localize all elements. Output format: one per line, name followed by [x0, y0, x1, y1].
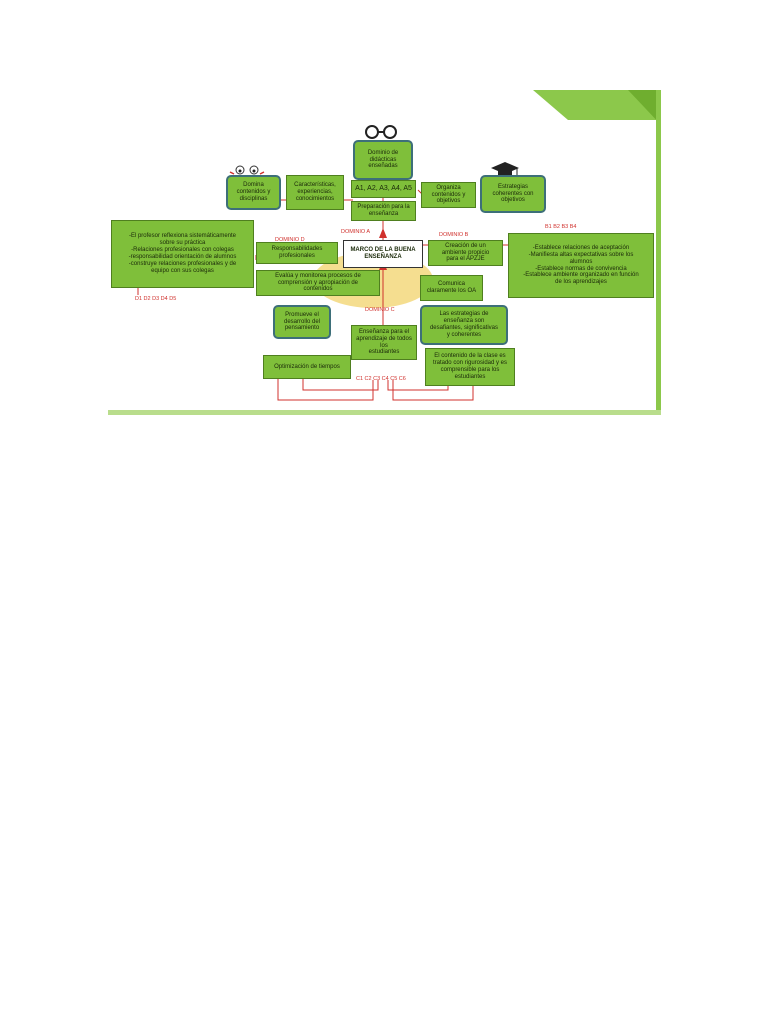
box-evalua: Evalúa y monitorea procesos de comprensi… — [256, 270, 380, 296]
arrow-a — [379, 228, 387, 238]
box-lista-dominio-b: -Establece relaciones de aceptación -Man… — [508, 233, 654, 298]
corner-decoration-dark — [628, 90, 661, 125]
box-dominio-didacticas: Dominio de didácticas enseñadas — [353, 140, 413, 180]
center-box: MARCO DE LA BUENA ENSEÑANZA — [343, 240, 423, 268]
right-border-bar — [656, 90, 661, 415]
label-dominio-d: DOMINIO D — [275, 237, 305, 243]
label-codes-c: C1 C2 C3 C4 C5 C6 — [356, 376, 406, 382]
box-comunica: Comunica claramente los OA — [420, 275, 483, 301]
slide: Dominio de didácticas enseñadas Domina c… — [108, 90, 661, 415]
graduation-cap-icon — [491, 162, 519, 176]
label-dominio-c: DOMINIO C — [365, 307, 395, 313]
bracket-left-inner — [302, 370, 379, 391]
label-dominio-b: DOMINIO B — [439, 232, 469, 238]
box-estrategias-coherentes: Estrategias coherentes con objetivos — [480, 175, 546, 213]
box-contenido-clase: El contenido de la clase es tratado con … — [425, 348, 515, 386]
box-preparacion: Preparación para la enseñanza — [351, 201, 416, 221]
bottom-border-bar — [108, 410, 661, 415]
box-criterios-a: A1, A2, A3, A4, A5 — [351, 180, 416, 198]
label-codes-d: D1 D2 D3 D4 D5 — [135, 296, 177, 302]
box-lista-dominio-d: -El profesor reflexiona sistemáticamente… — [111, 220, 254, 288]
box-caracteristicas: Características, experiencias, conocimie… — [286, 175, 344, 210]
box-responsabilidades: Responsabilidades profesionales — [256, 242, 338, 264]
label-codes-b: B1 B2 B3 B4 — [545, 224, 577, 230]
box-promueve: Promueve el desarrollo del pensamiento — [273, 305, 331, 339]
box-domina-contenidos: Domina contenidos y disciplinas — [226, 175, 281, 210]
glasses-icon — [365, 125, 397, 139]
box-creacion-ambiente: Creación de un ambiente propicio para el… — [428, 240, 503, 266]
bracket-right-outer — [392, 380, 474, 401]
box-ensenanza: Enseñanza para el aprendizaje de todos l… — [351, 325, 417, 360]
box-organiza-contenidos: Organiza contenidos y objetivos — [421, 182, 476, 208]
label-dominio-a: DOMINIO A — [341, 229, 371, 235]
bracket-right-inner — [387, 380, 449, 391]
box-optimizacion: Optimización de tiempos — [263, 355, 351, 379]
corner-decoration — [533, 90, 661, 120]
box-estrategias-desafiantes: Las estrategias de enseñanza son desafia… — [420, 305, 508, 345]
face-icon — [229, 165, 265, 175]
bracket-left-outer — [277, 370, 374, 401]
